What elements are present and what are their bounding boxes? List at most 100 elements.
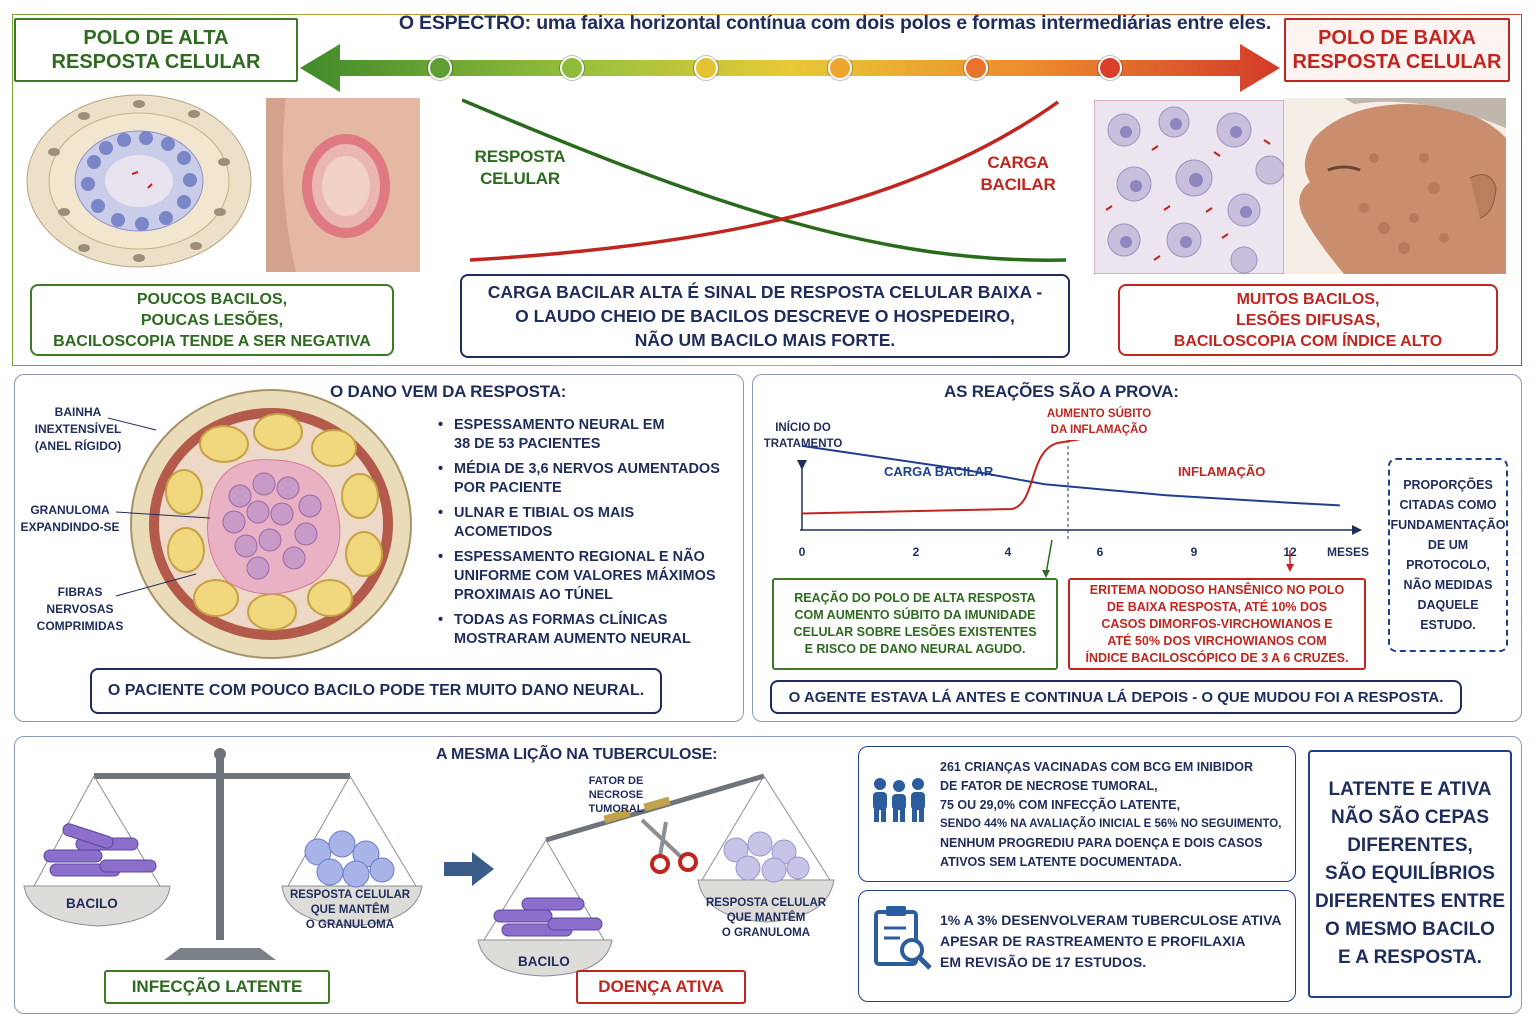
study1-line: ATIVOS SEM LATENTE DOCUMENTADA. (940, 855, 1182, 869)
transition-arrow-icon (444, 852, 494, 886)
conclusion-line: SÃO EQUILÍBRIOS (1325, 863, 1495, 884)
response-pan-line: QUE MANTÊM (310, 904, 390, 916)
response-pan-line: QUE MANTÊM (726, 912, 806, 924)
sheath-line3: (ANEL RÍGIDO) (34, 439, 122, 453)
study2-line: 1% A 3% DESENVOLVERAM TUBERCULOSE ATIVA (940, 912, 1282, 928)
study2-line: APESAR DE RASTREAMENTO E PROFILAXIA (940, 933, 1246, 949)
granuloma-illustration (26, 94, 252, 268)
granuloma-line2: EXPANDINDO-SE (20, 520, 120, 534)
study2-line: EM REVISÃO DE 17 ESTUDOS. (940, 954, 1147, 970)
side-note-line: NÃO MEDIDAS (1403, 578, 1493, 592)
tnf-line: TUMORAL (588, 803, 644, 815)
conclusion-line: LATENTE E ATIVA (1328, 779, 1492, 800)
study1-line: 261 CRIANÇAS VACINADAS COM BCG EM INIBID… (940, 760, 1253, 774)
start-line2: TRATAMENTO (763, 438, 843, 450)
fibers-line2: NERVOSAS (46, 602, 114, 616)
low-pole-line1: POLO DE BAIXA (1318, 27, 1476, 49)
high-summary-line2: POUCAS LESÕES, (140, 311, 284, 329)
study2-box (858, 890, 1296, 1002)
surge-label: AUMENTO SÚBITO DA INFLAMAÇÃO (1038, 406, 1160, 438)
conclusion-line: E A RESPOSTA. (1338, 947, 1482, 968)
conclusion-line: NÃO SÃO CEPAS (1330, 807, 1489, 828)
conclusion-line: DIFERENTES ENTRE (1314, 891, 1506, 912)
people-icon (873, 778, 925, 822)
series-bacilar-label: CARGA BACILAR (884, 464, 994, 479)
spectrum-dot (694, 56, 718, 80)
low-summary-line2: LESÕES DIFUSAS, (1235, 311, 1381, 329)
curve-cell-line1: RESPOSTA (474, 147, 566, 166)
start-label: INÍCIO DO TRATAMENTO (760, 420, 846, 452)
low-reaction-line: ERITEMA NODOSO HANSÊNICO NO POLO (1089, 582, 1345, 597)
reactions-footer: O AGENTE ESTAVA LÁ ANTES E CONTINUA LÁ D… (770, 680, 1462, 714)
study2-text: 1% A 3% DESENVOLVERAM TUBERCULOSE ATIVA … (940, 910, 1290, 973)
low-pole-line2: RESPOSTA CELULAR (1292, 51, 1502, 73)
low-reaction-box: ERITEMA NODOSO HANSÊNICO NO POLO DE BAIX… (1068, 578, 1366, 670)
spectrum-dot (964, 56, 988, 80)
sheath-line2: INEXTENSÍVEL (34, 422, 122, 436)
side-note-line: ESTUDO. (1420, 618, 1476, 632)
high-pole-summary: POUCOS BACILOS, POUCAS LESÕES, BACILOSCO… (30, 284, 394, 356)
response-pan-line: O GRANULOMA (721, 927, 811, 939)
x-tick-label: 9 (1191, 545, 1198, 559)
fibers-line3: COMPRIMIDAS (36, 619, 124, 633)
spectrum-arrow (300, 44, 1280, 92)
high-reaction-line: COM AUMENTO SÚBITO DA IMUNIDADE (794, 608, 1036, 622)
series-inflam-label: INFLAMAÇÃO (1178, 464, 1266, 479)
curve-bacilar-line2: BACILAR (980, 175, 1056, 194)
lepromatous-tissue-image (1094, 100, 1284, 274)
high-reaction-line: CELULAR SOBRE LESÕES EXISTENTES (793, 625, 1037, 639)
high-pole-line1: POLO DE ALTA (83, 27, 229, 49)
bacilo-pan-label-active: BACILO (518, 954, 570, 969)
nerve-cross-section (130, 389, 412, 659)
response-pan-label-right: RESPOSTA CELULAR QUE MANTÊM O GRANULOMA (704, 896, 828, 941)
study1-line: SENDO 44% NA AVALIAÇÃO INICIAL E 56% NO … (940, 818, 1282, 830)
high-reaction-line: REAÇÃO DO POLO DE ALTA RESPOSTA (794, 591, 1036, 605)
high-reaction-line: E RISCO DE DANO NEURAL AGUDO. (804, 642, 1026, 656)
balanced-scale (23, 748, 423, 960)
high-pole-line2: RESPOSTA CELULAR (51, 51, 261, 73)
reactions-title: AS REAÇÕES SÃO A PROVA: (944, 382, 1179, 401)
spectrum-dot (560, 56, 584, 80)
fibers-label: FIBRAS NERVOSAS COMPRIMIDAS (26, 584, 134, 635)
latent-label: INFECÇÃO LATENTE (104, 970, 330, 1004)
sheath-label: BAINHA INEXTENSÍVEL (ANEL RÍGIDO) (26, 404, 130, 455)
high-summary-line1: POUCOS BACILOS, (136, 290, 288, 308)
spectrum-dot (1098, 56, 1122, 80)
spectrum-dot (828, 56, 852, 80)
side-note-line: DAQUELE (1417, 598, 1479, 612)
active-label: DOENÇA ATIVA (576, 970, 746, 1004)
study1-line: NENHUM PROGREDIU PARA DOENÇA E DOIS CASO… (940, 836, 1263, 850)
damage-footer: O PACIENTE COM POUCO BACILO PODE TER MUI… (90, 668, 662, 714)
low-reaction-line: ÍNDICE BACILOSCÓPICO DE 3 A 6 CRUZES. (1085, 650, 1349, 665)
tb-title: A MESMA LIÇÃO NA TUBERCULOSE: (436, 746, 718, 763)
side-note-line: DE UM (1427, 538, 1469, 552)
side-note: PROPORÇÕES CITADAS COMO FUNDAMENTAÇÃO DE… (1388, 458, 1508, 652)
high-pole-label: POLO DE ALTA RESPOSTA CELULAR (14, 18, 298, 82)
spectrum-dot (428, 56, 452, 80)
high-summary-line3: BACILOSCOPIA TENDE A SER NEGATIVA (53, 332, 371, 350)
curve-cell-line2: CELULAR (480, 169, 560, 188)
center-summary-line1: CARGA BACILAR ALTA É SINAL DE RESPOSTA C… (487, 282, 1043, 302)
low-summary-line3: BACILOSCOPIA COM ÍNDICE ALTO (1173, 332, 1443, 350)
granuloma-label: GRANULOMA EXPANDINDO-SE (16, 502, 124, 536)
tnf-label: FATOR DE NECROSE TUMORAL (560, 774, 672, 816)
scissors-icon (640, 818, 698, 874)
side-note-line: FUNDAMENTAÇÃO (1390, 518, 1506, 532)
x-unit-label: MESES (1327, 545, 1369, 559)
tipped-scale (477, 773, 835, 977)
surge-line1: AUMENTO SÚBITO (1046, 408, 1152, 420)
start-line1: INÍCIO DO (775, 422, 831, 434)
skin-lesion-image (266, 98, 420, 272)
response-pan-label-left: RESPOSTA CELULAR QUE MANTÊM O GRANULOMA (288, 888, 412, 933)
conclusion-line: DIFERENTES, (1347, 835, 1473, 856)
low-reaction-line: ATÉ 50% DOS VIRCHOWIANOS COM (1107, 633, 1327, 648)
damage-title: O DANO VEM DA RESPOSTA: (330, 382, 567, 401)
low-pole-summary: MUITOS BACILOS, LESÕES DIFUSAS, BACILOSC… (1118, 284, 1498, 356)
low-summary-line1: MUITOS BACILOS, (1236, 290, 1380, 308)
